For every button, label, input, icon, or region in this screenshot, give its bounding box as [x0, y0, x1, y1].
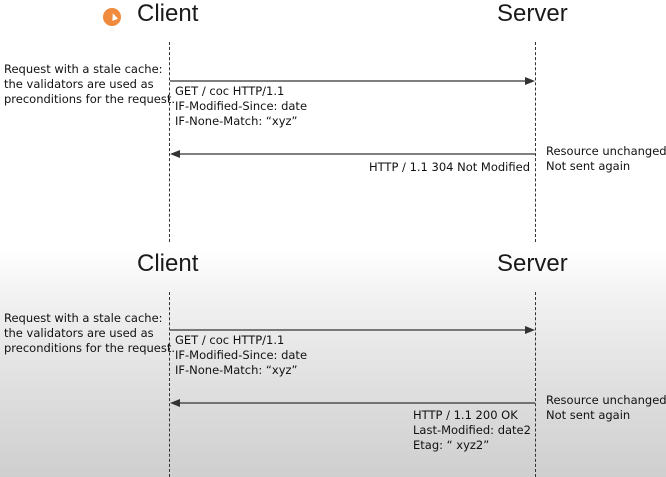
client-lifeline	[169, 292, 170, 477]
left-note-line: preconditions for the request.	[4, 341, 176, 355]
request-line: GET / coc HTTP/1.1	[175, 333, 285, 347]
request-message: GET / coc HTTP/1.1 IF-Modified-Since: da…	[175, 333, 307, 378]
response-arrow	[170, 149, 535, 159]
right-note-line: Not sent again	[546, 159, 631, 173]
request-arrow	[170, 325, 535, 335]
request-line: IF-Modified-Since: date	[175, 348, 308, 362]
response-arrow	[170, 398, 535, 408]
client-label: Client	[137, 0, 199, 27]
request-line: IF-Modified-Since: date	[175, 99, 308, 113]
left-note-line: preconditions for the request.	[4, 92, 176, 106]
left-note-line: Request with a stale cache:	[4, 311, 163, 325]
request-line: IF-None-Match: “xyz”	[175, 114, 298, 128]
response-line: Etag: “ xyz2”	[413, 438, 490, 452]
response-line: HTTP / 1.1 200 OK	[413, 408, 518, 422]
right-note: Resource unchanged. Not sent again	[546, 144, 666, 174]
right-note-line: Resource unchanged.	[546, 393, 666, 407]
client-label: Client	[137, 250, 199, 277]
request-line: IF-None-Match: “xyz”	[175, 363, 298, 377]
server-label: Server	[497, 250, 568, 277]
request-line: GET / coc HTTP/1.1	[175, 84, 285, 98]
server-label: Server	[497, 0, 568, 27]
left-note: Request with a stale cache: the validato…	[4, 62, 175, 107]
right-note: Resource unchanged. Not sent again	[546, 393, 666, 423]
right-note-line: Resource unchanged.	[546, 144, 666, 158]
left-note: Request with a stale cache: the validato…	[4, 311, 175, 356]
response-line: Last-Modified: date2	[413, 423, 531, 437]
server-lifeline	[535, 42, 536, 242]
left-note-line: the validators are used as	[4, 326, 154, 340]
left-note-line: Request with a stale cache:	[4, 62, 163, 76]
client-lifeline	[169, 42, 170, 242]
request-message: GET / coc HTTP/1.1 IF-Modified-Since: da…	[175, 84, 307, 129]
response-line: HTTP / 1.1 304 Not Modified	[368, 160, 530, 174]
server-lifeline	[535, 292, 536, 477]
pointer-cursor-icon	[103, 8, 121, 26]
response-message: HTTP / 1.1 200 OK Last-Modified: date2 E…	[413, 408, 531, 453]
response-message: HTTP / 1.1 304 Not Modified	[330, 160, 530, 175]
request-arrow	[170, 76, 535, 86]
right-note-line: Not sent again	[546, 408, 631, 422]
left-note-line: the validators are used as	[4, 77, 154, 91]
